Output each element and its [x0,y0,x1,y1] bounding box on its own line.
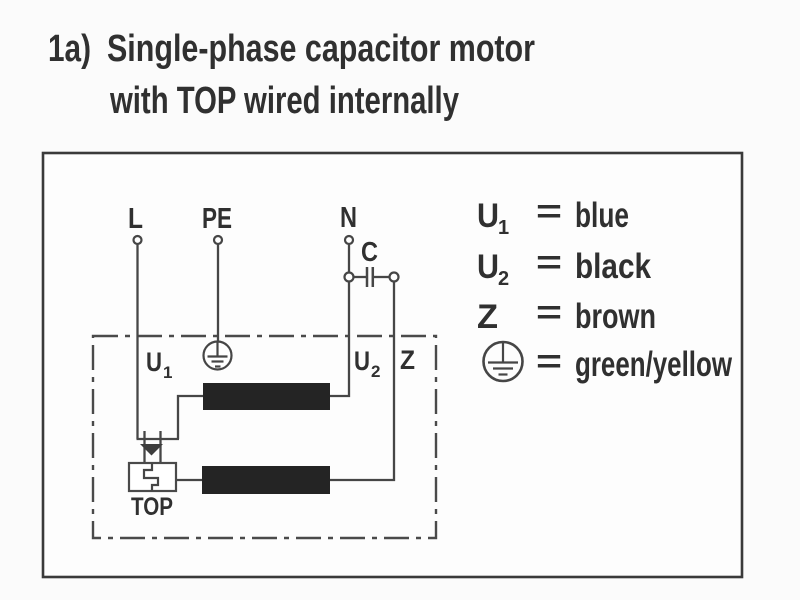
neutral-terminal-label: N [340,202,357,234]
main-winding [203,383,330,410]
legend-term-u1-subscript: 1 [498,217,509,239]
top-protector-box [127,461,178,493]
legend-protective-earth-icon [482,340,524,383]
neutral-terminal-circle [343,234,355,246]
legend-term-u2: U [477,248,499,286]
wires [136,244,396,482]
z-wire [330,281,396,482]
u1-label: U [146,347,162,377]
title-index: 1a) [48,28,91,70]
title-line2: with TOP wired internally [109,80,459,122]
legend-equals: = [536,343,562,379]
thermal-switch-icon [140,444,163,456]
title-block: 1a) Single-phase capacitor motor with TO… [48,28,535,122]
legend-color-black: black [575,247,651,286]
capacitor-label: C [361,236,378,267]
legend-row-earth: = green/yellow [482,340,733,384]
u2-label-subscript: 2 [371,362,380,381]
aux-winding [202,466,330,494]
legend-equals: = [536,244,562,280]
u2-wire [330,281,351,398]
u2-label: U [354,346,370,376]
legend-term-u1: U [477,197,499,235]
legend-equals: = [536,294,562,330]
legend: U 1 = blue U 2 = black Z = brown [477,193,733,384]
legend-row-z: Z = brown [477,294,656,336]
protective-earth-icon [202,340,233,371]
top-box-seam [142,463,160,491]
legend-color-green-yellow: green/yellow [575,345,733,384]
capacitor-icon [365,267,375,287]
pe-terminal-label: PE [202,203,232,235]
capacitor-right-node-circle [388,271,400,283]
legend-color-blue: blue [575,196,629,235]
pe-terminal-circle [212,234,224,246]
capacitor-left-node-circle [343,271,355,283]
u1-label-subscript: 1 [163,363,172,382]
diagram-frame [41,151,744,579]
diagram-labels: L PE N C U 1 U 2 Z TOP [128,202,415,521]
legend-term-u2-subscript: 2 [498,268,509,290]
legend-equals: = [536,193,562,229]
main-winding-left-wire [176,394,203,439]
motor-boundary-box [91,334,438,540]
z-label: Z [400,345,415,375]
legend-row-u1: U 1 = blue [477,193,629,239]
line-terminal-label: L [128,203,143,235]
top-label: TOP [131,493,173,521]
legend-row-u2: U 2 = black [477,244,651,290]
line-terminal-circle [132,234,143,246]
title-line1: Single-phase capacitor motor [107,28,535,70]
legend-term-z: Z [477,298,498,336]
legend-color-brown: brown [575,297,656,336]
